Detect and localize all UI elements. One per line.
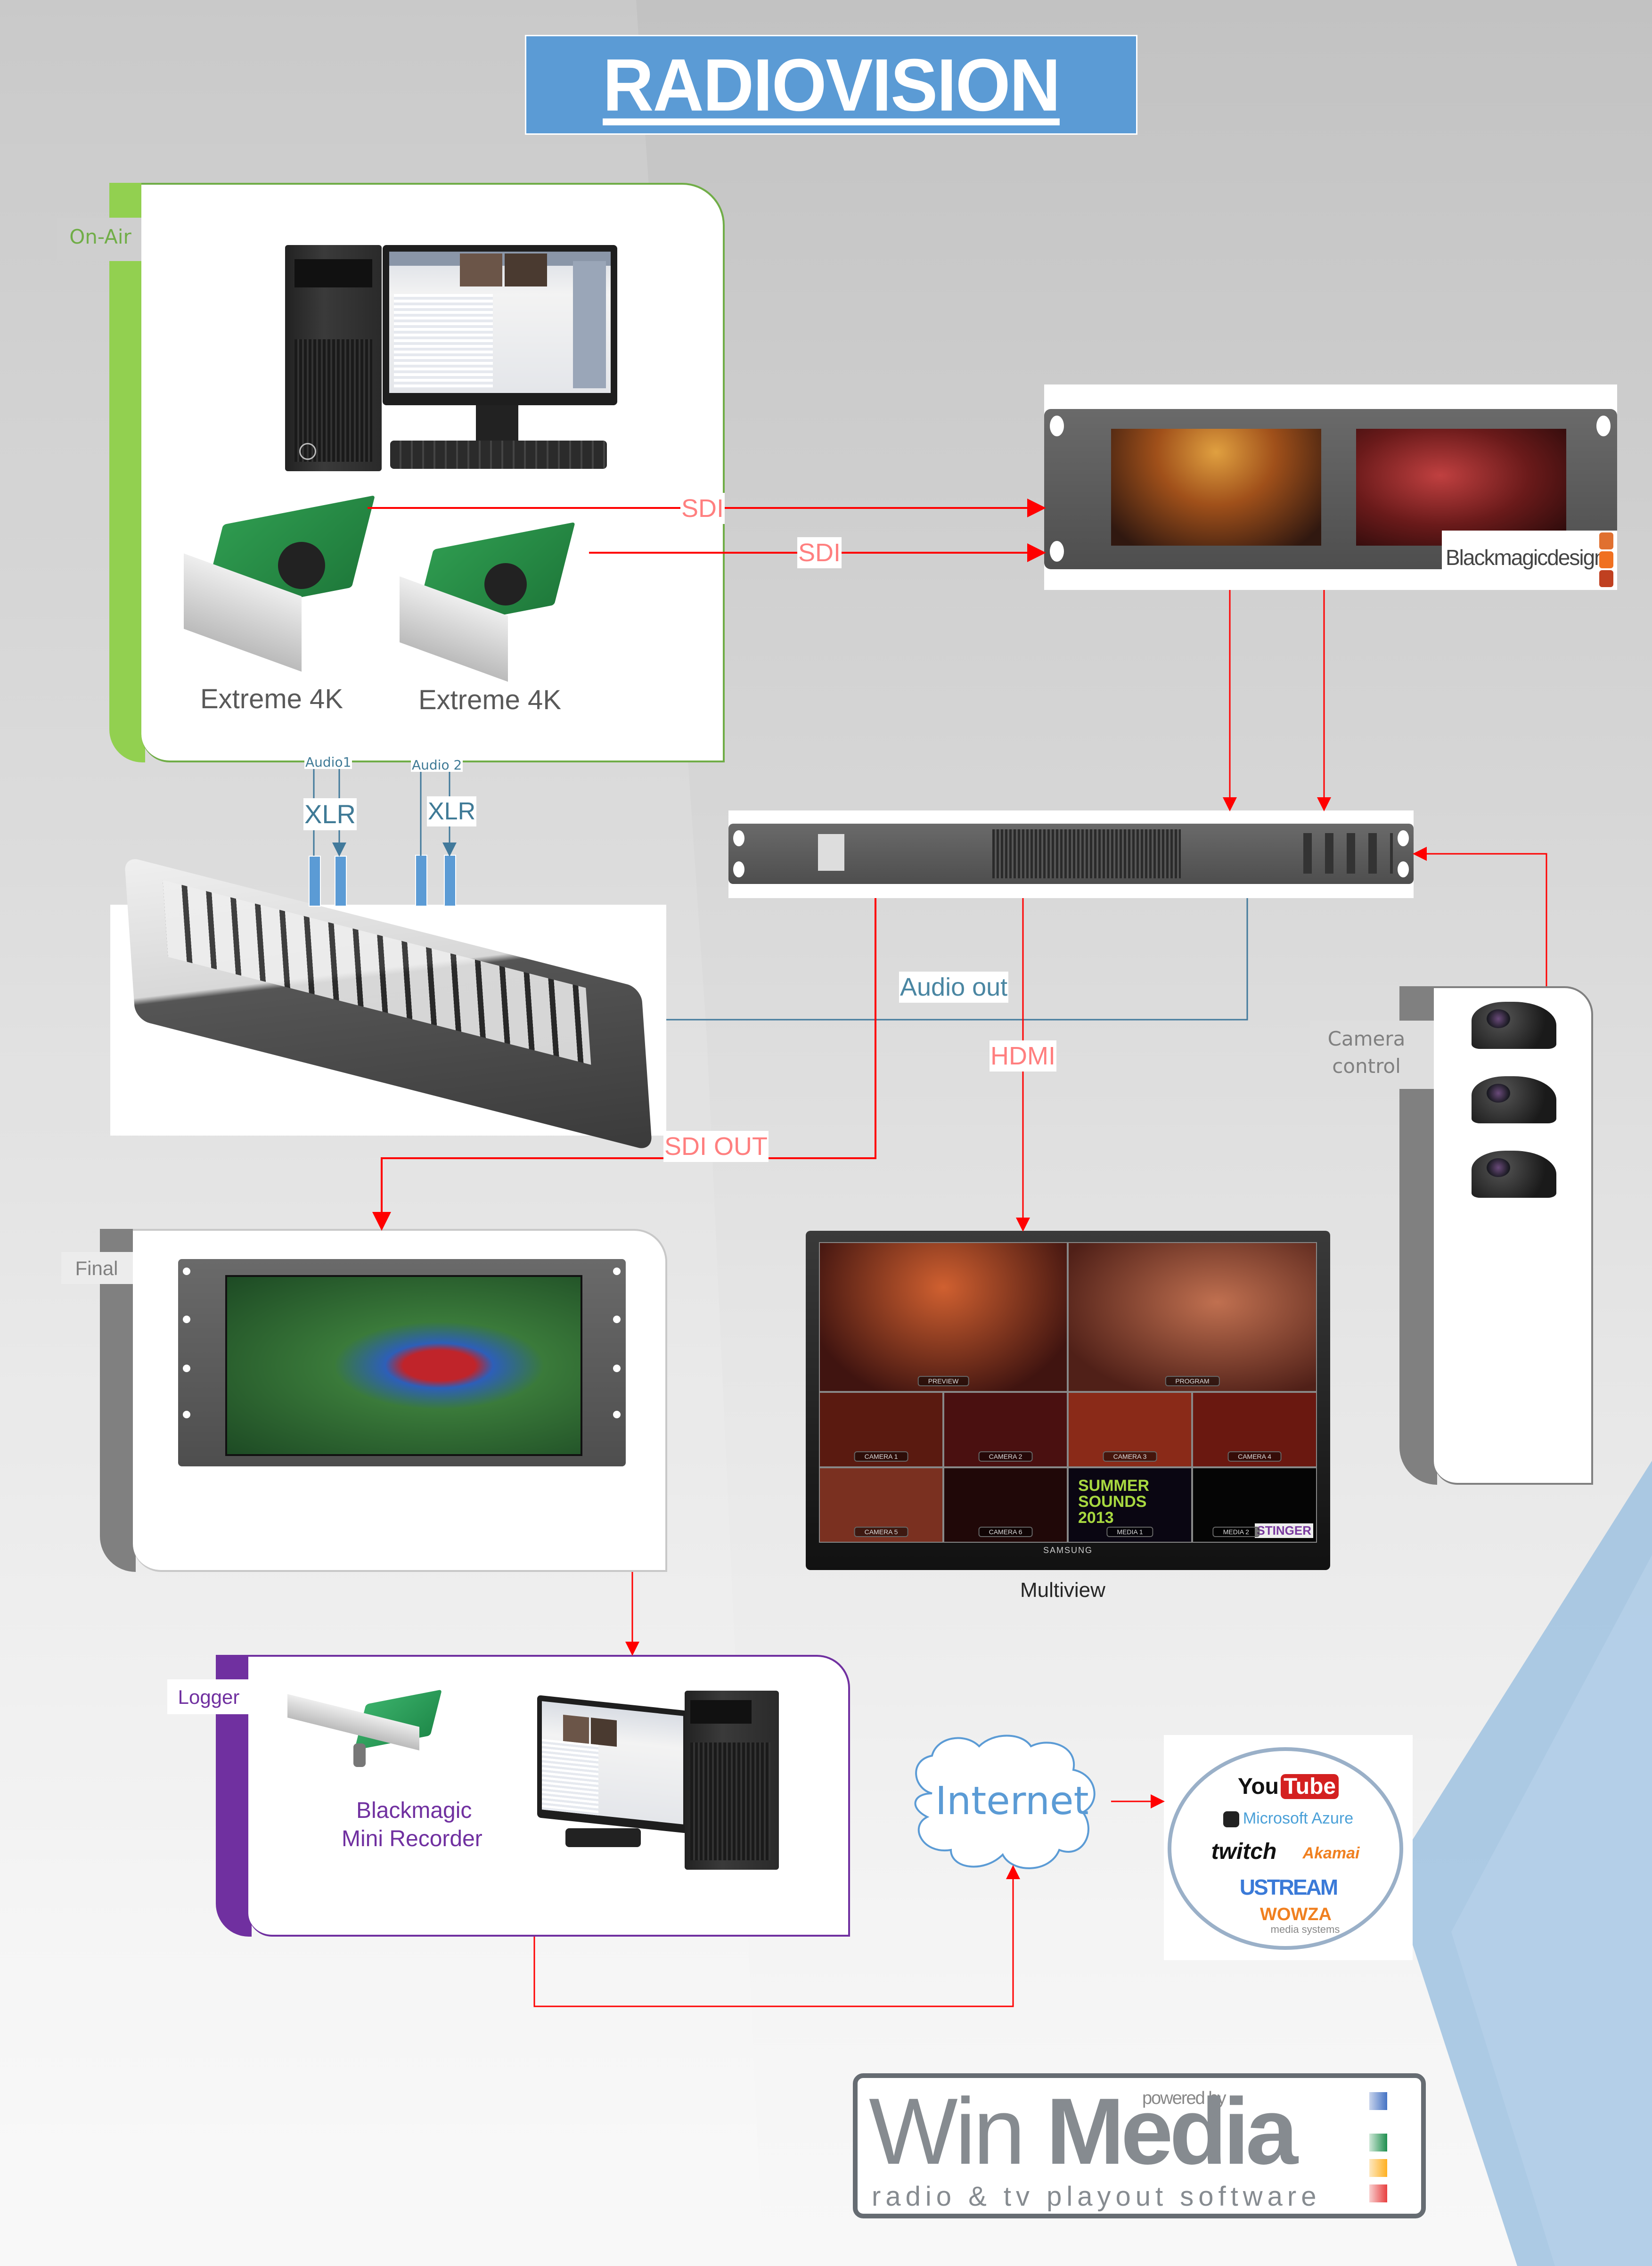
brand-win: Win (869, 2079, 1025, 2184)
page-title-banner: RADIOVISION (525, 35, 1137, 135)
card-1-caption: Extreme 4K (200, 684, 343, 714)
final-monitor (178, 1259, 626, 1466)
logger-monitor-stand (565, 1828, 641, 1847)
onair-label-box (57, 218, 146, 261)
logo-square-red (1369, 2184, 1387, 2202)
dual-monitor-rack (1044, 409, 1617, 569)
logo-square-blue (1369, 2092, 1387, 2110)
winmedia-logo: powered by Win Media radio & tv playout … (853, 2073, 1426, 2218)
multiview-caption: Multiview (1020, 1579, 1105, 1602)
xlr-plug-4 (444, 855, 456, 907)
multiview-cell-media2: STINGER MEDIA 2 (1192, 1467, 1317, 1543)
audio-out-label: Audio out (899, 972, 1009, 1003)
mini-recorder-label-line2: Mini Recorder (342, 1826, 483, 1851)
multiview-cell-camera2: CAMERA 2 (943, 1392, 1068, 1467)
xlr-label-2: XLR (427, 796, 477, 826)
internet-label: Internet (935, 1779, 1089, 1824)
multiview-cell-camera4: CAMERA 4 (1192, 1392, 1317, 1467)
onair-tab-bar (109, 183, 145, 762)
ustream-logo: USTREAM (1239, 1875, 1338, 1899)
onair-label: On-Air (69, 225, 131, 248)
multiview-cell-program: PROGRAM (1068, 1242, 1317, 1392)
camera-panel (1434, 986, 1593, 1485)
xlr-plug-1 (309, 856, 321, 907)
onair-pc-monitor (383, 245, 617, 405)
brand-tagline: radio & tv playout software (872, 2181, 1321, 2212)
multiview-cell-camera1: CAMERA 1 (819, 1392, 943, 1467)
preview-screen-right (1356, 429, 1566, 546)
xlr-plug-3 (415, 855, 427, 907)
onair-monitor-stand (476, 405, 518, 443)
xlr-label-1: XLR (303, 798, 357, 830)
wowza-logo: WOWZA (1260, 1905, 1332, 1924)
logo-square-orange (1369, 2159, 1387, 2177)
multiview-cell-camera3: CAMERA 3 (1068, 1392, 1192, 1467)
final-label: Final (75, 1257, 118, 1279)
audio-mixer-box (110, 856, 666, 1152)
microsoft-azure-logo: Microsoft Azure (1164, 1809, 1413, 1828)
atem-switcher-rack (728, 824, 1414, 884)
brand-media: Media (1046, 2079, 1298, 2184)
ptz-camera-2 (1468, 1074, 1560, 1125)
sdi-label-1: SDI (680, 493, 725, 524)
multiview-cell-camera5: CAMERA 5 (819, 1467, 943, 1543)
multiview-monitor: PREVIEW PROGRAM CAMERA 1 CAMERA 2 CAMERA… (806, 1231, 1330, 1570)
card-2-caption: Extreme 4K (418, 685, 561, 715)
switcher-box (728, 810, 1414, 898)
audio2-label: Audio 2 (411, 757, 463, 773)
logo-square-green (1369, 2134, 1387, 2151)
logger-label-box (167, 1679, 251, 1714)
wowza-subtitle: media systems (1270, 1923, 1340, 1935)
dual-preview-monitor-box: Blackmagicdesign (1044, 384, 1617, 590)
multiview-brand: SAMSUNG (1043, 1546, 1093, 1555)
camera-label-box (1310, 1021, 1437, 1089)
xlr-plug-2 (335, 856, 347, 907)
hdmi-label: HDMI (990, 1040, 1056, 1072)
final-panel (133, 1229, 667, 1572)
ptz-camera-1 (1468, 1000, 1560, 1051)
twitch-logo: twitch (1211, 1839, 1277, 1864)
multiview-cell-media1: SUMMER SOUNDS 2013 MEDIA 1 (1068, 1467, 1192, 1543)
sdi-label-2: SDI (797, 537, 842, 568)
preview-screen-left (1111, 429, 1321, 546)
powered-by-text: powered by (1142, 2088, 1226, 2108)
final-tab-bar (100, 1229, 136, 1572)
multiview-cell-camera6: CAMERA 6 (943, 1467, 1068, 1543)
internet-cloud-icon (914, 1734, 1096, 1869)
blackmagic-logo: Blackmagicdesign (1442, 531, 1617, 590)
audio-mixer-console (124, 856, 653, 1152)
onair-pc-tower (285, 245, 382, 471)
camera-label-line1: Camera (1327, 1027, 1406, 1050)
final-screen-parrots (225, 1275, 582, 1456)
logger-pc-tower (685, 1691, 779, 1870)
sdi-out-label: SDI OUT (663, 1131, 769, 1162)
final-label-box (61, 1252, 136, 1284)
ptz-camera-3 (1468, 1149, 1560, 1200)
logger-monitor (537, 1695, 688, 1833)
extreme-4k-card-1 (174, 495, 376, 674)
onair-keyboard (390, 441, 607, 469)
mini-recorder-card (287, 1689, 448, 1772)
camera-label-line2: control (1332, 1055, 1401, 1078)
multiview-cell-preview: PREVIEW (819, 1242, 1068, 1392)
page-title: RADIOVISION (603, 43, 1061, 126)
extreme-4k-card-2 (390, 522, 588, 686)
audio1-label: Audio1 (304, 754, 352, 770)
akamai-logo: Akamai (1302, 1844, 1360, 1862)
mini-recorder-label-line1: Blackmagic (356, 1798, 472, 1823)
logger-label: Logger (178, 1686, 240, 1708)
